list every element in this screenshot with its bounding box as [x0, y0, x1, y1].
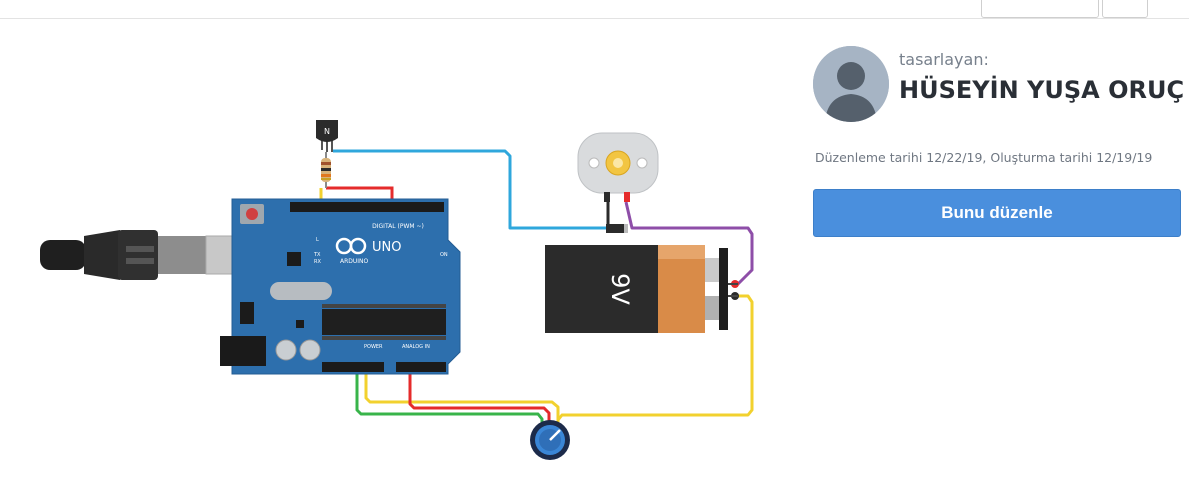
- arduino-uno-board[interactable]: DIGITAL (PWM ~) UNO ARDUINO L TX RX ON: [220, 198, 461, 375]
- edit-create-dates: Düzenleme tarihi 12/22/19, Oluşturma tar…: [815, 150, 1153, 165]
- rx-label: RX: [314, 259, 321, 265]
- top-bar-button-right[interactable]: [1102, 0, 1148, 18]
- diode[interactable]: [606, 224, 628, 233]
- transistor-label: N: [324, 127, 330, 136]
- edit-this-button[interactable]: Bunu düzenle: [813, 189, 1181, 237]
- resistor[interactable]: [321, 152, 331, 188]
- wire-blue[interactable]: [333, 149, 612, 230]
- board-brand: ARDUINO: [340, 258, 369, 265]
- wire-green[interactable]: [355, 372, 544, 424]
- top-bar-button-left[interactable]: [981, 0, 1099, 18]
- circuit-canvas[interactable]: N: [0, 19, 800, 486]
- battery-label: 9V: [606, 273, 634, 305]
- designed-by-label: tasarlayan:: [899, 50, 989, 69]
- person-silhouette-icon: [813, 46, 889, 122]
- tx-label: TX: [313, 252, 321, 258]
- circuit-diagram: N: [40, 120, 754, 460]
- wire-red-bottom[interactable]: [408, 372, 551, 424]
- l-label: L: [316, 237, 319, 243]
- digital-header-label: DIGITAL (PWM ~): [372, 223, 424, 230]
- wire-yellow-long[interactable]: [556, 294, 754, 421]
- power-label: POWER: [364, 344, 383, 350]
- top-bar: [0, 0, 1189, 19]
- dc-motor[interactable]: [577, 132, 659, 202]
- arduino-logo-icon: [335, 237, 367, 255]
- usb-cable[interactable]: [40, 230, 255, 280]
- npn-transistor[interactable]: N: [316, 120, 338, 152]
- potentiometer[interactable]: [530, 420, 570, 460]
- wire-yellow-bottom[interactable]: [364, 372, 560, 424]
- board-model: UNO: [372, 240, 401, 255]
- analog-label: ANALOG IN: [402, 344, 430, 350]
- avatar[interactable]: [813, 46, 889, 122]
- on-label: ON: [440, 252, 448, 258]
- battery-9v[interactable]: 9V: [545, 245, 739, 333]
- author-name[interactable]: HÜSEYİN YUŞA ORUÇ: [899, 76, 1185, 104]
- wire-purple[interactable]: [624, 201, 754, 286]
